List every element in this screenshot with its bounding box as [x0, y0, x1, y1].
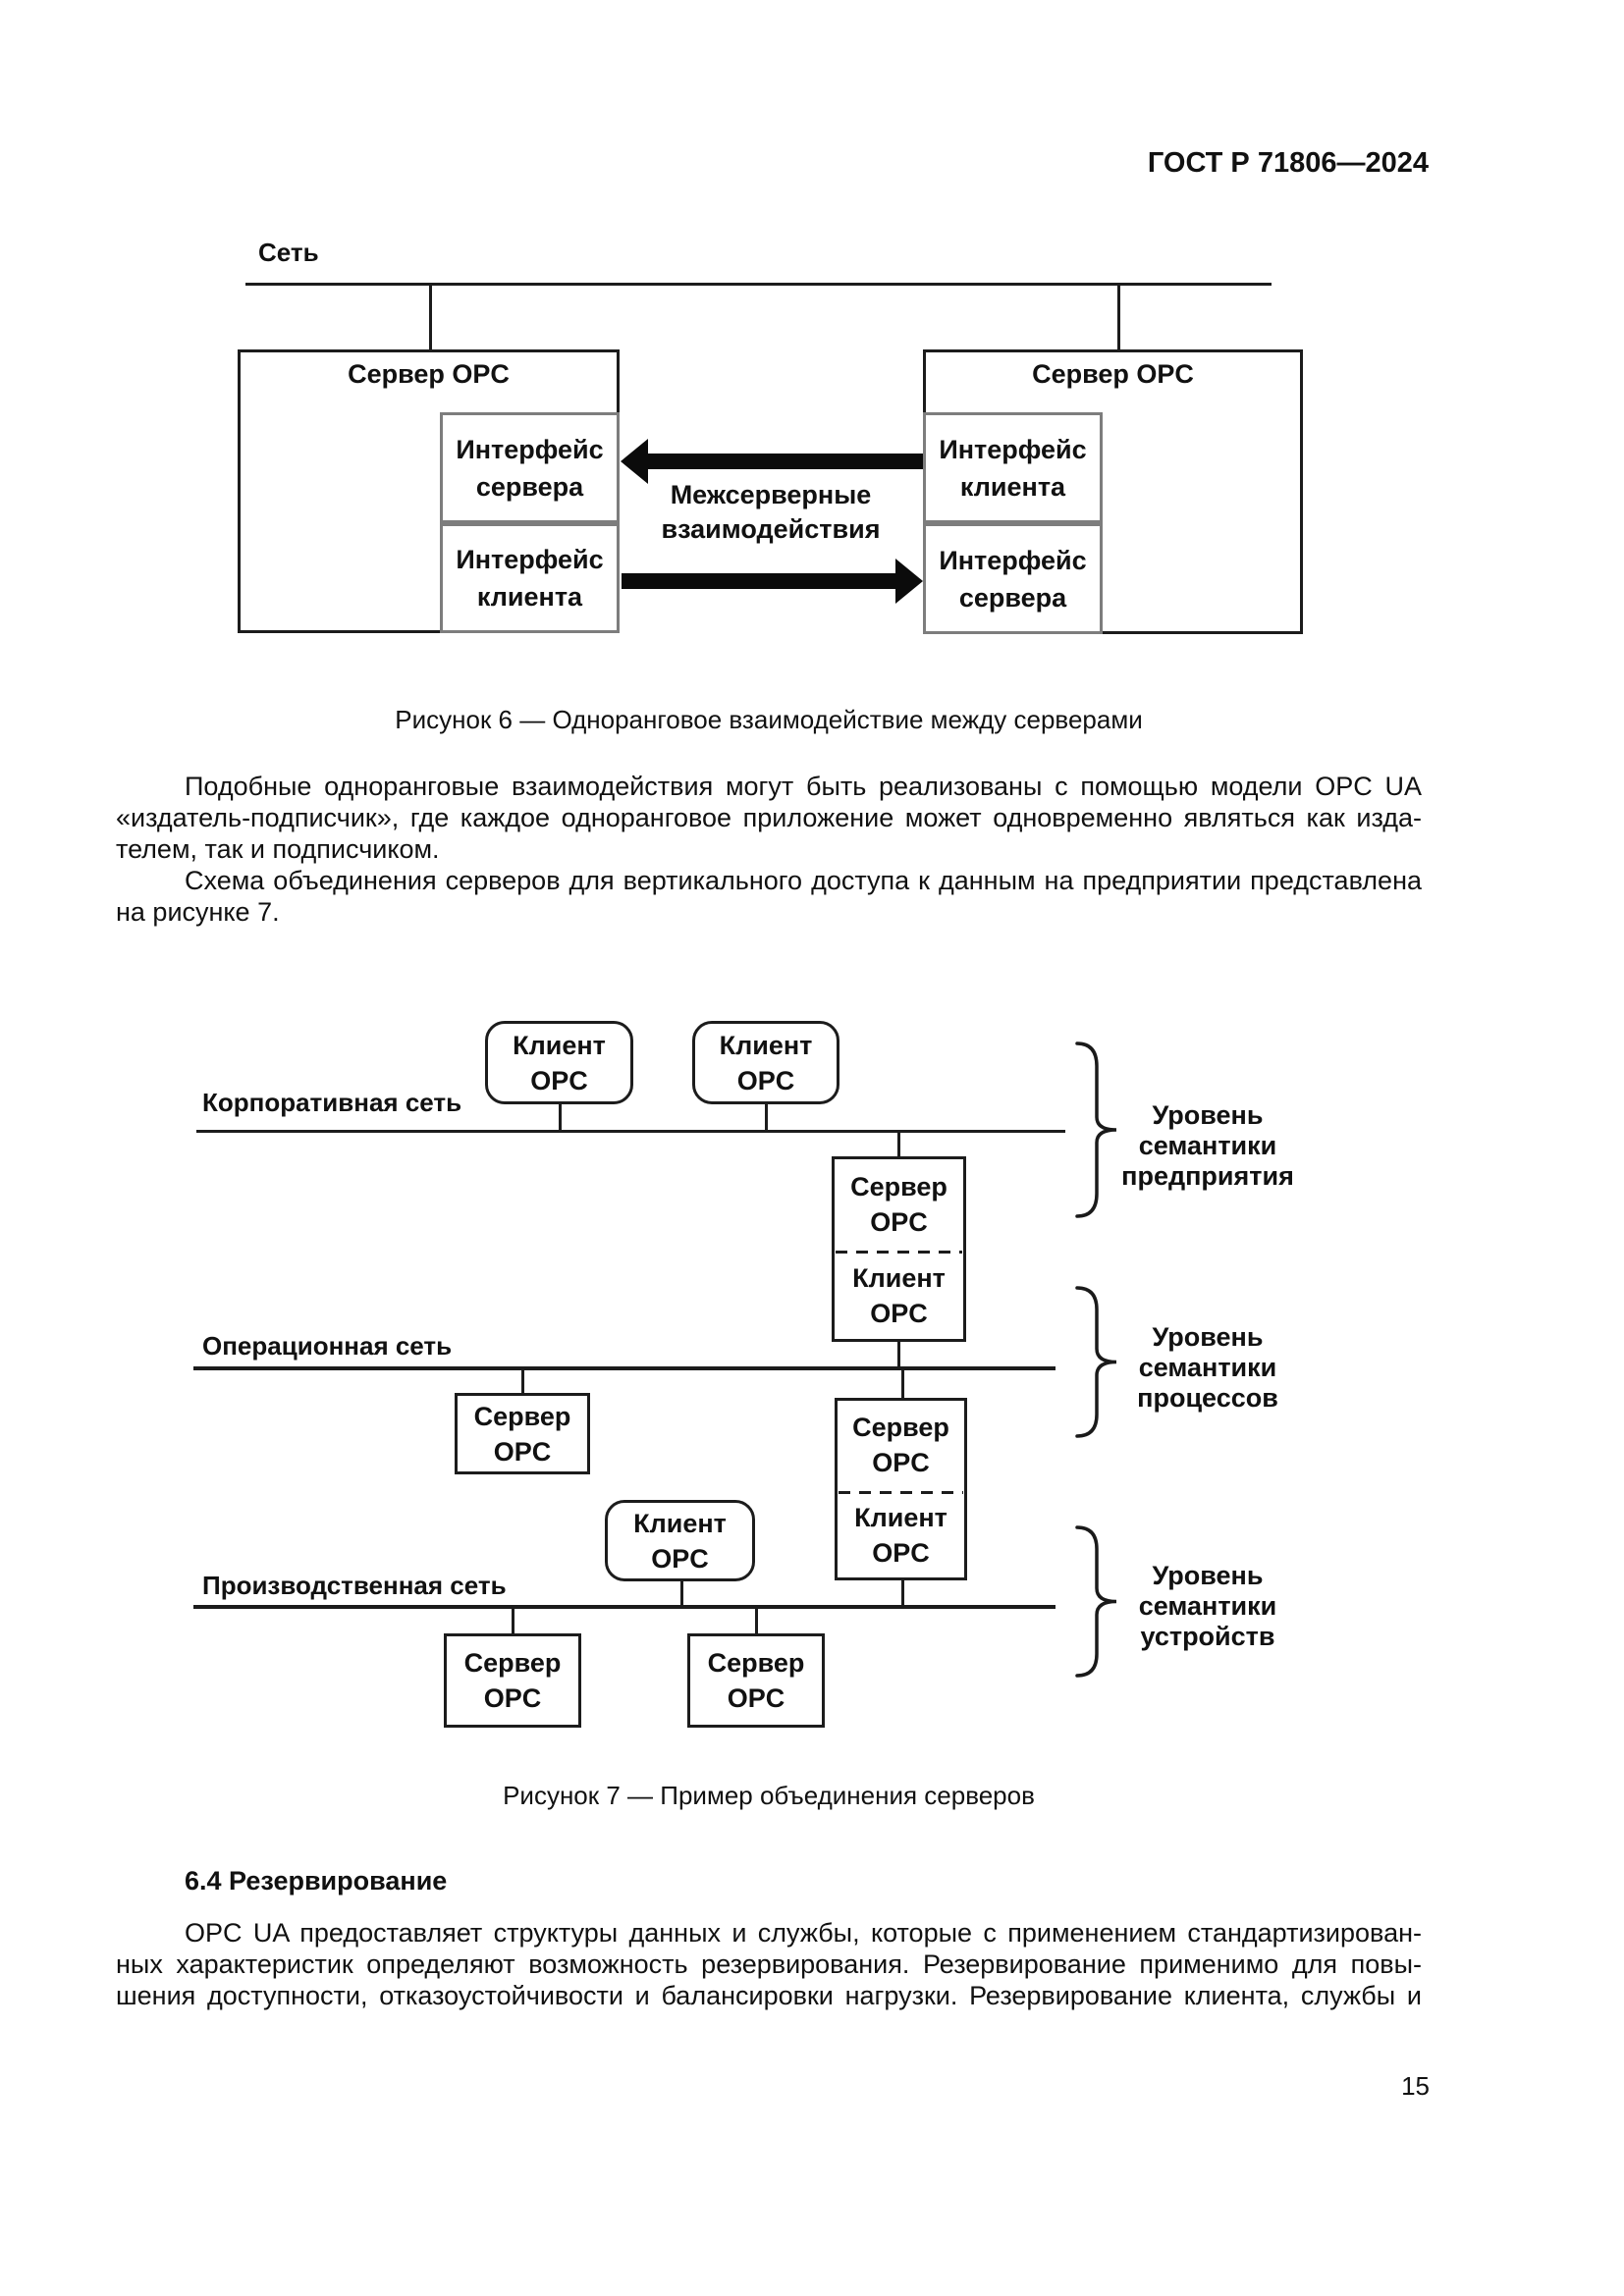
connector [512, 1609, 514, 1633]
connector [897, 1132, 900, 1156]
paragraph-line: OPC UA предоставляет структуры данных и … [185, 1918, 1422, 1948]
network-label-production: Производственная сеть [202, 1571, 507, 1600]
paragraph-line: телем, так и подписчиком. [116, 834, 440, 864]
section-heading: 6.4 Резервирование [185, 1866, 448, 1896]
doc-number-header: ГОСТ Р 71806—2024 [1147, 147, 1429, 179]
opc-server-box [687, 1633, 825, 1728]
figure6-server-title-right: Сервер OPC [1032, 359, 1194, 389]
level-label-device: Уровень семантики устройств [1138, 1561, 1277, 1651]
figure7-caption: Рисунок 7 — Пример объединения серверов [503, 1781, 1035, 1810]
paragraph-line: Подобные одноранговые взаимодействия мог… [185, 772, 1422, 801]
interface-label-server: Интерфейс сервера [456, 434, 604, 502]
page-number: 15 [1401, 2071, 1430, 2101]
opc-client-label: Клиент OPC [719, 1030, 813, 1095]
combined-box-server-label: Сервер OPC [850, 1172, 947, 1237]
interface-label-client: Интерфейс клиента [939, 434, 1087, 502]
figure6-caption: Рисунок 6 — Одноранговое взаимодействие … [395, 705, 1143, 734]
opc-server-label: Сервер OPC [473, 1401, 571, 1467]
paragraph-line: ных характеристик определяют возможность… [116, 1949, 1422, 1979]
connector [897, 1342, 900, 1368]
interconnect-label: Межсерверные взаимодействия [661, 480, 881, 544]
operational-network-line [193, 1366, 1056, 1370]
arrow-shaft [622, 573, 895, 589]
arrow-shaft [648, 454, 923, 469]
dashed-divider [836, 1251, 962, 1254]
opc-server-box [455, 1393, 590, 1474]
arrow-right-icon [895, 559, 923, 604]
opc-client-box [485, 1021, 633, 1104]
interface-label-server: Интерфейс сервера [939, 545, 1087, 613]
opc-client-label: Клиент OPC [513, 1030, 606, 1095]
combined-server-client-box [832, 1156, 966, 1342]
interface-box [923, 412, 1103, 523]
combined-box-server-label: Сервер OPC [852, 1413, 949, 1477]
opc-client-box [605, 1500, 755, 1581]
paragraph-line: на рисунке 7. [116, 897, 280, 927]
corporate-network-line [196, 1130, 1065, 1133]
level-label-process: Уровень семантики процессов [1137, 1322, 1278, 1413]
network-label-corporate: Корпоративная сеть [202, 1088, 462, 1117]
combined-server-client-box [835, 1398, 967, 1580]
opc-client-box [692, 1021, 839, 1104]
interface-box [440, 523, 620, 633]
interface-box [923, 523, 1103, 634]
figure6-network-line [245, 283, 1272, 286]
connector [901, 1580, 904, 1609]
connector [765, 1104, 768, 1132]
combined-box-client-label: Клиент OPC [852, 1263, 946, 1328]
dashed-divider [839, 1491, 963, 1494]
interface-label-client: Интерфейс клиента [456, 545, 604, 612]
paragraph-line: «издатель-подписчик», где каждое одноран… [116, 803, 1422, 832]
brace-icon [1075, 1525, 1117, 1678]
level-label-enterprise: Уровень семантики предприятия [1121, 1100, 1294, 1191]
figure6-server-title-left: Сервер OPC [348, 359, 510, 389]
figure6-drop-left [429, 283, 432, 349]
interface-box [440, 412, 620, 523]
connector [521, 1370, 524, 1393]
production-network-line [193, 1605, 1056, 1609]
paragraph-line: Схема объединения серверов для вертикаль… [185, 866, 1422, 895]
opc-server-label: Сервер OPC [707, 1648, 805, 1713]
connector [559, 1104, 562, 1132]
connector [755, 1609, 758, 1633]
network-label-operational: Операционная сеть [202, 1331, 453, 1361]
arrow-left-icon [621, 439, 648, 484]
connector [680, 1581, 683, 1609]
opc-client-label: Клиент OPC [633, 1508, 727, 1574]
brace-icon [1075, 1041, 1117, 1218]
opc-server-box [444, 1633, 581, 1728]
paragraph-line: шения доступности, отказоустойчивости и … [116, 1981, 1422, 2010]
figure6-network-label: Сеть [258, 238, 319, 267]
opc-server-label: Сервер OPC [463, 1648, 562, 1713]
figure6-drop-right [1117, 283, 1120, 349]
combined-box-client-label: Клиент OPC [854, 1503, 947, 1568]
brace-icon [1075, 1286, 1117, 1438]
connector [901, 1370, 904, 1398]
